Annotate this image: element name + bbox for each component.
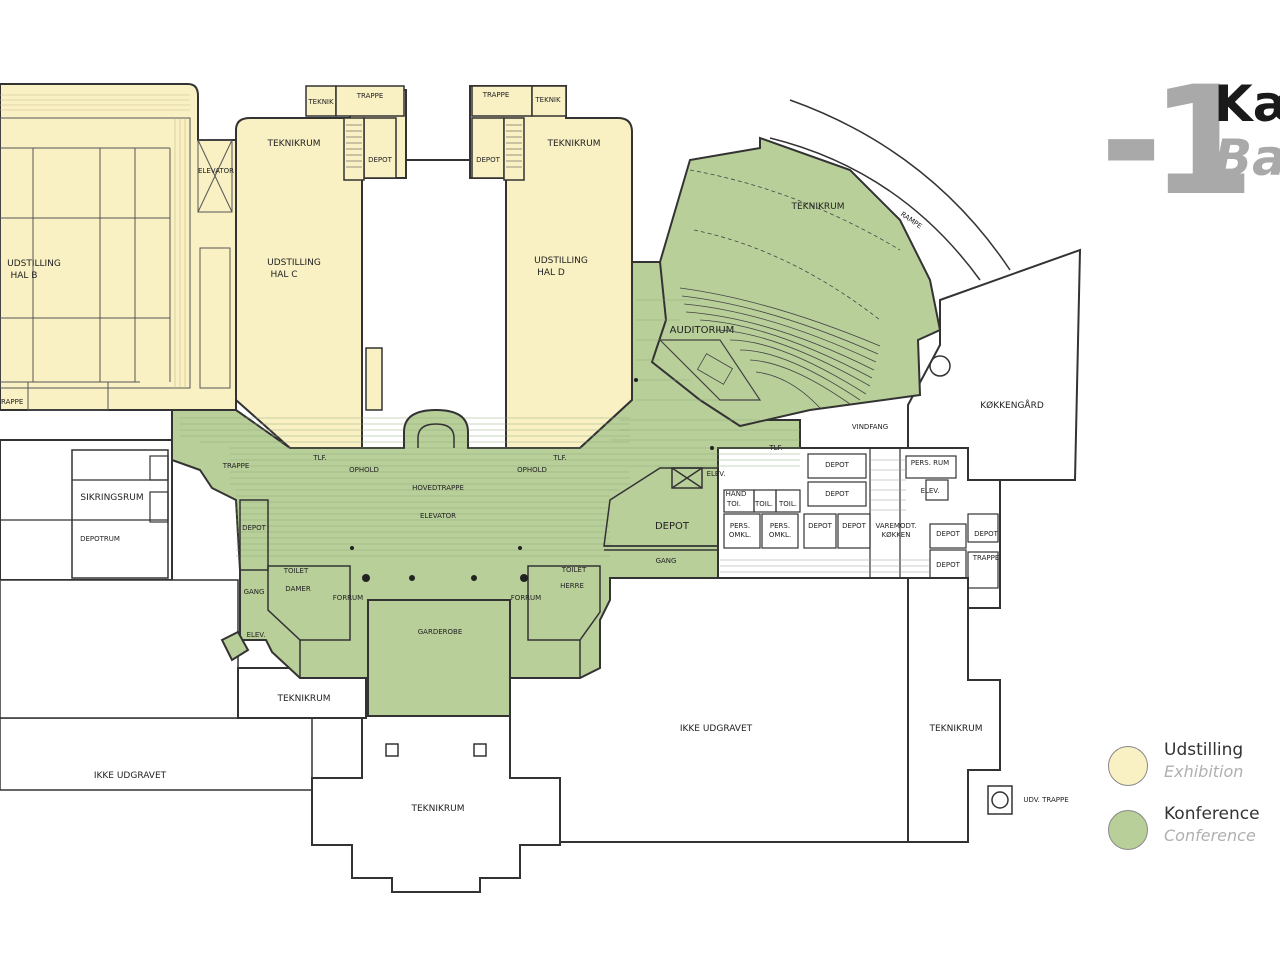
label-hovedtrappe: HOVEDTRAPPE [412, 484, 464, 492]
label-handtoi: HAND [726, 490, 747, 498]
conference-areas [171, 136, 942, 717]
label-toi: TOI. [726, 500, 741, 508]
label-gang-1: GANG [244, 588, 265, 596]
legend-label-exhibition: Udstilling [1164, 740, 1244, 760]
label-teknikrum-sw: TEKNIKRUM [277, 694, 331, 704]
label-varemodt-2: KØKKEN [882, 531, 911, 539]
label-teknikrum-s: TEKNIKRUM [411, 804, 465, 814]
stair-lines [346, 124, 522, 168]
label-udstilling-hal-c-1: UDSTILLING [267, 258, 321, 268]
label-depot-d: DEPOT [476, 156, 501, 164]
label-gang-2: GANG [656, 557, 677, 565]
label-auditorium: AUDITORIUM [670, 325, 735, 336]
auditorium-seating [658, 169, 901, 409]
label-depot-k6: DEPOT [936, 561, 961, 569]
label-trappe-2: TRAPPE [482, 91, 510, 99]
label-pers-omkl-2b: OMKL. [769, 531, 791, 539]
label-teknikrum-aud: TEKNIKRUM [791, 202, 845, 212]
label-depot-w: DEPOT [242, 524, 267, 532]
legend-swatch-conference [1108, 810, 1148, 850]
legend-swatch-exhibition [1108, 746, 1148, 786]
label-pers-omkl-1a: PERS. [730, 522, 750, 530]
conference-rooms [239, 409, 719, 679]
building-outline [0, 159, 1082, 893]
label-udv-trappe: UDV. TRAPPE [1023, 796, 1068, 804]
label-udstilling-hal-b-2: HAL B [11, 271, 38, 281]
label-udstilling-hal-d-2: HAL D [537, 268, 565, 278]
label-teknikrum-c: TEKNIKRUM [267, 139, 321, 149]
label-depot-k1: DEPOT [825, 461, 850, 469]
west-lower-rooms [0, 455, 169, 523]
label-toil-1: TOIL. [754, 500, 773, 508]
label-udstilling-hal-b-1: UDSTILLING [7, 259, 61, 269]
label-kokkengard: KØKKENGÅRD [980, 399, 1044, 411]
label-depot-k5: DEPOT [936, 530, 961, 538]
kitchen-hatch [720, 459, 930, 573]
udv-trappe-symbol [987, 785, 1013, 815]
label-vindfang: VINDFANG [852, 423, 888, 431]
floor-level-number: -1 [1100, 55, 1255, 229]
label-trappe-3: TRAPPE [0, 398, 23, 406]
floor-title-english: Bas [1214, 129, 1280, 187]
label-pers-rum: PERS. RUM [911, 459, 949, 467]
label-teknik-1: TEKNIK [307, 98, 334, 106]
label-toilet-damer: TOILET [283, 567, 309, 575]
label-tlf-3: TLF. [768, 444, 782, 452]
label-trappe-1: TRAPPE [356, 92, 384, 100]
label-depot-k4: DEPOT [842, 522, 867, 530]
label-trappe-4: TRAPPE [222, 462, 250, 470]
legend-sublabel-exhibition: Exhibition [1164, 762, 1244, 781]
label-elev-3: ELEV. [921, 487, 940, 495]
label-varemodt-1: VAREMODT. [875, 522, 916, 530]
label-elevator-1: ELEVATOR [198, 167, 234, 175]
label-forrum-1: FORRUM [333, 594, 363, 602]
label-elevator-2: ELEVATOR [420, 512, 456, 520]
label-ikke-udgravet-2: IKKE UDGRAVET [680, 724, 753, 734]
label-pers-omkl-1b: OMKL. [729, 531, 751, 539]
label-toilet-herre: TOILET [561, 566, 587, 574]
label-herre: HERRE [560, 582, 584, 590]
label-depot-main: DEPOT [655, 521, 690, 532]
label-toil-2: TOIL. [778, 500, 797, 508]
label-depot-k3: DEPOT [808, 522, 833, 530]
label-tlf-2: TLF. [552, 454, 566, 462]
legend-label-conference: Konference [1164, 804, 1260, 824]
kitchen-rooms [723, 447, 999, 589]
label-trappe-5: TRAPPE [972, 554, 1000, 562]
label-udstilling-hal-d-1: UDSTILLING [534, 256, 588, 266]
label-depot-c: DEPOT [368, 156, 393, 164]
label-elev-2: ELEV. [707, 470, 726, 478]
hall-b-grid [0, 117, 233, 411]
label-udstilling-hal-c-2: HAL C [270, 270, 297, 280]
label-ikke-udgravet-1: IKKE UDGRAVET [94, 771, 167, 781]
south-columns [385, 743, 487, 757]
label-teknik-2: TEKNIK [534, 96, 561, 104]
label-ophold-2: OPHOLD [517, 466, 547, 474]
columns [350, 378, 714, 582]
label-forrum-2: FORRUM [511, 594, 541, 602]
legend-sublabel-conference: Conference [1164, 826, 1256, 845]
hall-b-hatch [0, 94, 190, 388]
rampe-arcs [769, 99, 1011, 377]
label-ophold-1: OPHOLD [349, 466, 379, 474]
label-pers-omkl-2a: PERS. [770, 522, 790, 530]
label-damer: DAMER [285, 585, 311, 593]
label-teknikrum-d: TEKNIKRUM [547, 139, 601, 149]
label-teknikrum-e: TEKNIKRUM [929, 724, 983, 734]
label-depot-k2: DEPOT [825, 490, 850, 498]
label-depot-k7: DEPOT [974, 530, 999, 538]
exhibition-areas [0, 83, 633, 449]
label-tlf-1: TLF. [312, 454, 326, 462]
label-depotrum: DEPOTRUM [80, 535, 120, 543]
label-elev-1: ELEV. [247, 631, 266, 639]
label-sikringsrum: SIKRINGSRUM [80, 493, 143, 503]
label-garderobe: GARDEROBE [418, 628, 463, 636]
room-labels: UDSTILLING HAL B UDSTILLING HAL C UDSTIL… [0, 91, 1069, 814]
floor-title-danish: Kæ [1214, 75, 1280, 133]
